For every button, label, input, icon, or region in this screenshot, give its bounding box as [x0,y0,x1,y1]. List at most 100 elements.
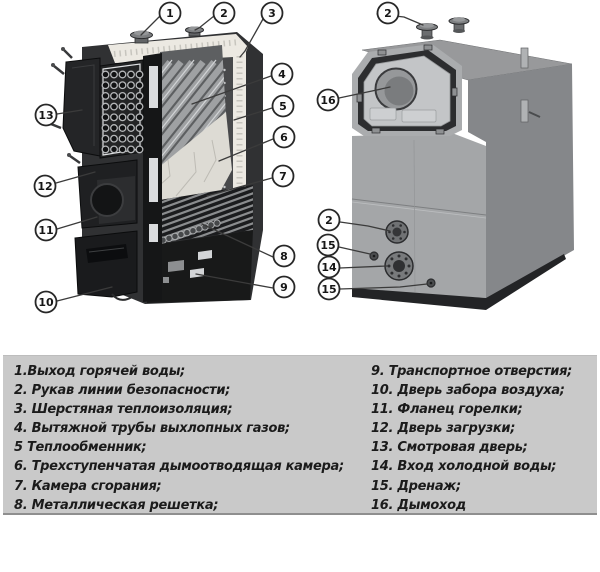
callout-10: 10 [34,290,58,314]
body-front-lower [352,133,486,298]
insulation-layer-right [233,49,246,226]
callout-16: 16 [316,88,340,112]
legend-item-1: 1.Выход горячей воды; [14,364,186,379]
legend-panel: 1.Выход горячей воды; 2. Рукав линии без… [3,355,597,515]
legend-item-13: 13. Смотровая дверь; [371,440,528,456]
legend-item-10: 10. Дверь забора воздуха; [371,383,565,399]
callout-10-number: 10 [38,296,54,309]
callout-2-top: 2 [376,1,400,25]
body-seam [351,198,487,216]
legend-item-11: 11. Фланец горелки; [371,402,523,418]
body-seam-highlight [351,201,487,219]
boiler-external-view [351,17,574,310]
leader-line-4 [191,75,272,105]
legend-item-2: 2. Рукав линии безопасности; [14,383,231,399]
callout-6: 6 [272,125,296,149]
callout-12: 12 [33,174,57,198]
air-intake-handle-highlight [88,247,125,253]
callouts-left-diagram: 1 2 3 4 5 6 7 8 9 13 12 11 [33,1,296,314]
safety-line-flange [385,220,409,244]
door-bolts [48,47,81,165]
callout-3-number: 3 [268,7,276,20]
callout-7-number: 7 [279,170,287,183]
legend-item-8: 8. Металлическая решетка; [14,497,219,513]
callout-2-top-number: 2 [384,7,392,20]
callout-13-number: 13 [38,109,53,122]
leader-line-5 [233,107,273,121]
callout-2: 2 [212,1,236,25]
callout-11: 11 [34,218,58,242]
leader-line-10 [56,286,113,302]
legend-item-14: 14. Вход холодной воды; [371,459,557,475]
leader-line-13 [56,109,83,115]
callout-13: 13 [34,103,58,127]
callouts-right-diagram: 2 16 2 15 14 15 [316,1,400,301]
callout-11-number: 11 [38,224,53,237]
burner-flange [90,183,124,217]
leader-line-2 [194,15,215,31]
legend-item-15: 15. Дренаж; [371,478,461,494]
legend-item-12: 12. Дверь загрузки; [371,421,516,437]
callout-4: 4 [270,62,294,86]
legend-item-3: 3. Шерстяная теплоизоляция; [14,402,233,418]
callout-15a: 15 [316,233,340,257]
base-plinth [146,230,253,303]
leader-line-7 [206,177,273,197]
callout-16-number: 16 [320,94,336,107]
legend-item-4: 4. Вытяжной трубы выхлопных газов; [14,421,290,437]
leader-line-15b [339,283,428,290]
callout-2-side-number: 2 [325,214,333,227]
body-side [468,64,574,300]
leader-line-12 [55,171,96,184]
legend-item-6: 6. Трехступенчатая дымоотводящая камера; [14,459,344,475]
chimney-pipe-1 [416,23,438,40]
leader-line-2-side [339,221,391,232]
callout-9: 9 [272,275,296,299]
callout-14: 14 [317,255,341,279]
leader-line-1 [140,15,161,36]
callout-1: 1 [158,1,182,25]
legend-item-9: 9. Транспортное отверстия; [371,364,573,379]
safety-line-pipe [185,26,204,37]
inspection-door [62,57,101,157]
cold-water-inlet-flange [384,251,414,281]
callout-15a-number: 15 [320,239,335,252]
legend-column-left: 1.Выход горячей воды; 2. Рукав линии без… [14,362,371,513]
callout-15b: 15 [317,277,341,301]
leader-line-8 [201,223,274,258]
callout-6-number: 6 [280,131,288,144]
callout-4-number: 4 [278,68,286,81]
legend-column-right: 9. Транспортное отверстия; 10. Дверь заб… [371,362,597,513]
leader-line-9 [195,273,274,289]
leader-line-6 [218,138,274,162]
door-latch-wire [111,293,133,301]
leader-line-14 [339,265,388,269]
callout-2-number: 2 [220,7,228,20]
side-hinges [520,47,541,123]
leader-line-11 [56,216,98,230]
leader-line-16 [338,86,391,99]
flue-opening-inner [384,76,414,106]
smokebox-lower-panel-2 [401,109,437,123]
callout-7: 7 [271,164,295,188]
legend-item-16: 16. Дымоход [371,497,466,513]
legend-item-5: 5 Теплообменник; [14,440,147,456]
smokebox-lower-panel-1 [369,107,397,121]
callout-8-number: 8 [280,250,288,263]
air-intake-door [74,230,138,298]
callout-3: 3 [260,1,284,25]
diagram-canvas: 1 2 3 4 5 6 7 8 9 13 12 11 [33,1,574,314]
boiler-cutaway-view [48,26,263,304]
body-panel-seam-vertical [413,139,416,293]
legend-item-7: 7. Камера сгорания; [14,478,162,494]
leader-line-3 [239,18,264,58]
leader-line-15a [338,246,371,255]
callout-5: 5 [271,94,295,118]
callout-2-side: 2 [317,208,341,232]
drain-port-1 [369,251,379,261]
insulation-stipple-top [113,39,241,57]
inspection-door-bevel [71,64,95,146]
callout-14-number: 14 [321,261,337,274]
callout-15b-number: 15 [321,283,336,296]
callout-12-number: 12 [37,180,52,193]
